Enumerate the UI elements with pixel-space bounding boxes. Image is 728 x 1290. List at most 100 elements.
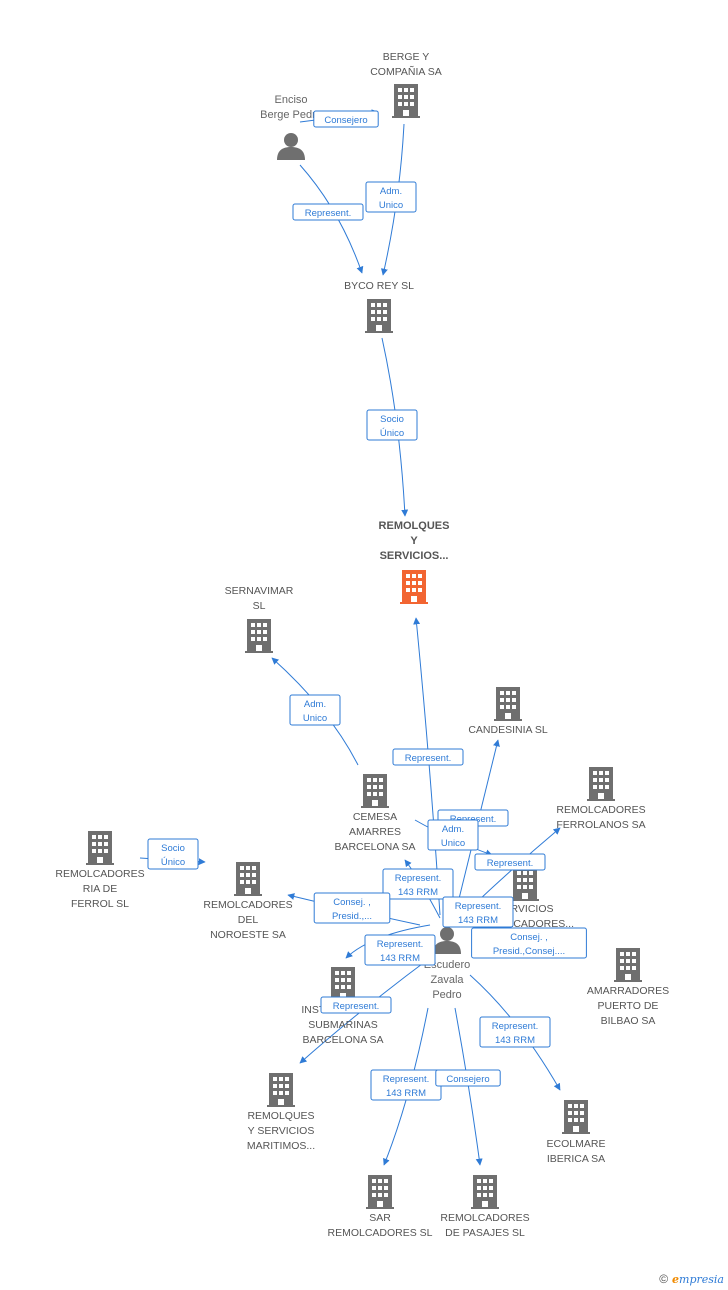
edge-badge-cemesa-to-sernavimar[interactable]: Adm.Unico [289,694,341,726]
edge-badge-enciso-to-byco[interactable]: Represent. [292,203,364,221]
edge-badge-escudero-to-ferrolanos[interactable]: Represent. [474,853,546,871]
edge-badge-box [366,409,418,441]
footer-brand: © empresia [659,1272,724,1286]
building-icon [587,767,615,801]
edge-badge-label: Represent. [377,939,423,950]
node-label: SAR [369,1212,391,1224]
edge-badge-escudero-to-remmaritimos[interactable]: Represent. [320,996,392,1014]
edge-badge-label: Represent. [455,901,501,912]
building-icon [471,1175,499,1209]
edge-badge-label: Adm. [304,699,326,710]
edge-badge-box [313,892,391,924]
edge-badge-label: Adm. [380,186,402,197]
node-label: COMPAÑIA SA [370,65,442,78]
edge-badge-escudero-to-cemesa[interactable]: Represent. 143 RRM [382,868,454,900]
node-label: Enciso [274,94,307,106]
node-label: REMOLQUES [247,1110,314,1122]
node-label: BYCO REY SL [344,280,414,292]
edge-badge-enciso-to-berge[interactable]: Consejero [313,110,379,128]
edge-badge-label: Consejero [446,1074,489,1085]
edge-badge-escudero-to-amarradores[interactable]: Consej. ,Presid.,Consej.... [471,927,587,959]
edge-badge-box [471,927,587,959]
edge-badge-box [147,838,199,870]
node-sar[interactable]: SAR REMOLCADORES SL [327,1175,433,1239]
building-icon [86,831,114,865]
edge-badge-label: Presid.,... [332,911,372,922]
edge-badge-label: 143 RRM [386,1088,426,1099]
node-label: PUERTO DE [598,1000,659,1012]
edge-badge-label: Unico [379,200,403,211]
edge-badge-box [479,1016,551,1048]
node-label: REMOLQUES [379,520,450,532]
copyright-symbol: © [659,1272,669,1286]
edge-badge-label: Represent. [395,873,441,884]
edge-badge-escudero-to-sar[interactable]: Represent.143 RRM [370,1069,442,1101]
building-icon [267,1073,295,1107]
edge-badge-label: 143 RRM [398,887,438,898]
edge-badge-escudero-to-ecolmare[interactable]: Represent.143 RRM [479,1016,551,1048]
edge-badge-box [392,748,464,766]
node-label: REMOLCADORES SL [327,1227,432,1239]
edge-badge-label: Represent. [333,1001,379,1012]
building-icon [234,862,262,896]
node-remolques_focus[interactable]: REMOLQUESYSERVICIOS... [379,520,450,604]
node-label: AMARRADORES [587,985,669,997]
edge-badge-box [474,853,546,871]
edge-badge-label: 143 RRM [380,953,420,964]
edge-badge-escudero-to-servicios[interactable]: Represent. 143 RRM [442,896,514,928]
edge-badge-label: 143 RRM [458,915,498,926]
node-label: SERVICIOS... [380,550,449,562]
building-icon [562,1100,590,1134]
edge-badge-escudero-to-pasajes[interactable]: Consejero [435,1069,501,1087]
node-byco[interactable]: BYCO REY SL [344,280,414,333]
edge-badge-box [365,181,417,213]
brand-name: mpresia [679,1272,724,1286]
edge-badge-berge-to-byco[interactable]: Adm. Unico [365,181,417,213]
edge-badge-label: Represent. [405,753,451,764]
node-label: REMOLCADORES [440,1212,529,1224]
node-label: FERROLANOS SA [556,819,645,831]
brand-logo[interactable]: empresia [672,1273,724,1286]
edge-badge-label: Socio [380,414,404,425]
node-label: ECOLMARE [547,1138,606,1150]
node-label: NOROESTE SA [210,929,286,941]
node-label: FERROL SL [71,898,129,910]
building-icon [329,967,357,1001]
edge-badge-label: 143 RRM [495,1035,535,1046]
node-label: BILBAO SA [601,1015,656,1027]
edge-badge-escudero-to-remolques_focus[interactable]: Represent. [392,748,464,766]
person-icon [277,133,305,160]
building-icon [614,948,642,982]
edge-badge-escudero-to-instalaciones[interactable]: Represent. 143 RRM [364,934,436,966]
edge-badge-label: Único [161,857,185,868]
node-amarradores[interactable]: AMARRADORES PUERTO DE BILBAO SA [587,948,669,1027]
node-label: Y SERVICIOS [248,1125,315,1137]
building-icon [392,84,420,118]
node-label: SL [253,600,266,612]
edge-badge-label: Presid.,Consej.... [493,946,565,957]
building-icon [245,619,273,653]
focus-building-icon [400,570,428,604]
edge-badge-label: Consej. , [333,897,371,908]
edge-badge-escudero-to-noroeste[interactable]: Consej. , Presid.,... [313,892,391,924]
node-ferrolanos[interactable]: REMOLCADORES FERROLANOS SA [556,767,646,831]
edge-badge-cemesa-to-servicios[interactable]: Adm.Unico [427,819,479,851]
brand-initial: e [672,1272,680,1286]
node-label: AMARRES [349,826,401,838]
node-candesinia[interactable]: CANDESINIA SL [468,687,548,736]
node-label: REMOLCADORES [556,804,645,816]
edge-badge-box [289,694,341,726]
